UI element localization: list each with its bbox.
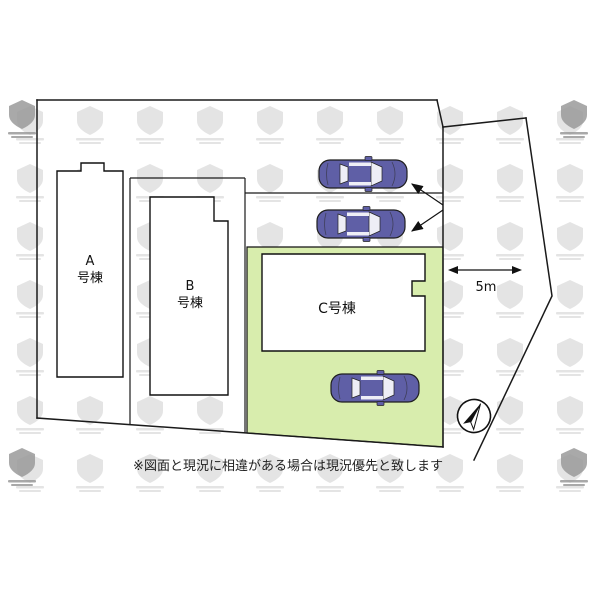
- site-boundary: [36, 99, 444, 448]
- car-parked-2: [316, 205, 406, 243]
- parcel-dividers: [129, 177, 443, 433]
- disclaimer-text: ※図面と現況に相違がある場合は現況優先と致します: [133, 459, 443, 474]
- building-a-label-line1: A: [86, 254, 95, 269]
- car-parked-1: [318, 155, 408, 193]
- building-b-label-line1: B: [186, 279, 195, 294]
- road-width-label: 5m: [476, 280, 497, 295]
- building-b: [149, 196, 229, 396]
- road-width-dimension: 5m: [448, 266, 522, 295]
- building-b-label-line2: 号棟: [177, 296, 203, 311]
- compass-icon: [456, 398, 492, 434]
- building-a-label-line2: 号棟: [77, 271, 103, 286]
- building-c: [261, 253, 426, 352]
- parking-leader-arrows: [411, 183, 444, 232]
- building-c-label: C号棟: [318, 301, 356, 317]
- building-a: [56, 162, 124, 378]
- road-boundary: [442, 117, 553, 461]
- car-parked-3: [330, 369, 420, 407]
